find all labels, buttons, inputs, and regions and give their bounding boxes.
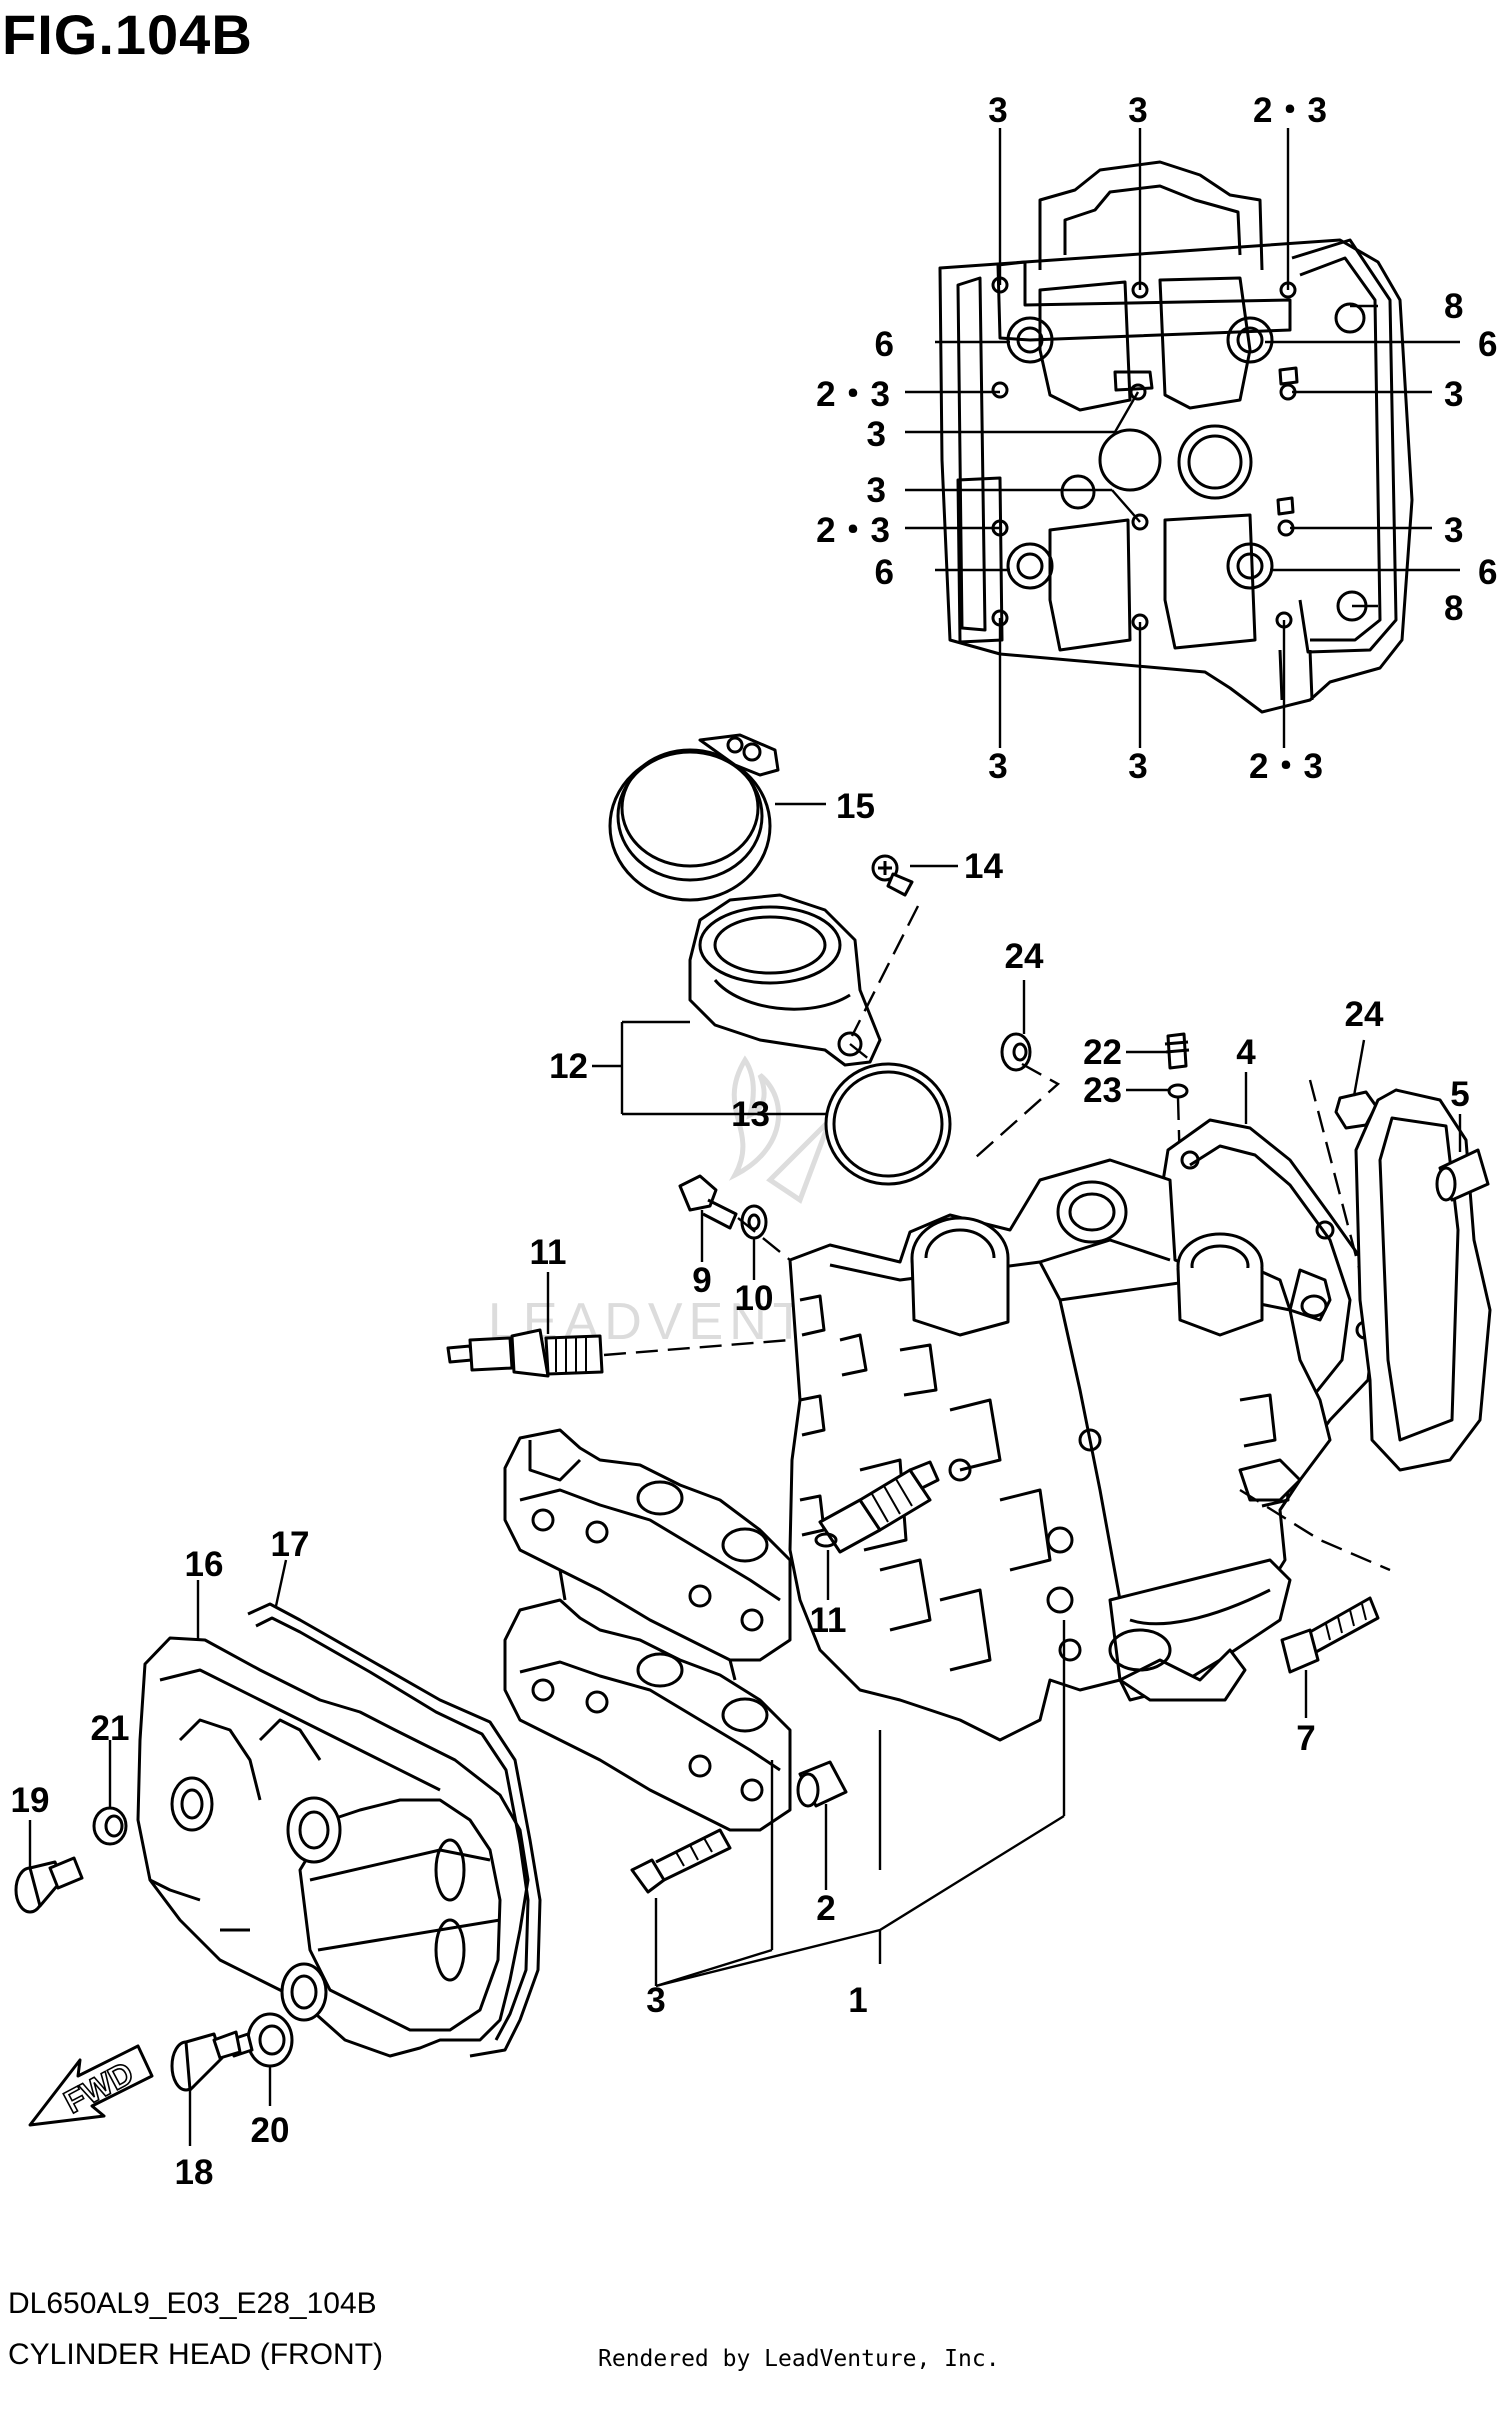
top-view-leaders — [905, 128, 1460, 748]
cover-gasket-part-17 — [247, 1602, 542, 2058]
figure-name: CYLINDER HEAD (FRONT) — [8, 2338, 384, 2371]
dashed-22-23 — [1176, 1097, 1182, 1171]
dowel-part-2 — [796, 1760, 848, 1808]
callout-22: 22 — [1083, 1033, 1122, 1072]
callout-6: 6 — [1478, 325, 1497, 364]
dashed-24a — [974, 1062, 1061, 1159]
cylinder-head-part-1 — [788, 1158, 1332, 1742]
callout-14: 14 — [964, 847, 1003, 886]
callout-8: 8 — [1444, 287, 1463, 326]
rendered-by-credit: Rendered by LeadVenture, Inc. — [598, 2346, 1000, 2372]
callout-24: 24 — [1345, 995, 1384, 1034]
bolt-part-18 — [170, 2030, 242, 2092]
dashed-screw-path — [850, 905, 920, 1037]
callout-12: 12 — [549, 1047, 588, 1086]
callout-18: 18 — [175, 2153, 214, 2192]
grommet-part-21 — [92, 1806, 128, 1846]
bolt-part-19 — [14, 1856, 84, 1914]
leader-1-bracket — [655, 1814, 1065, 1988]
callout-13: 13 — [731, 1095, 770, 1134]
callout-3: 3 — [988, 747, 1007, 786]
cylinder-head-top-view — [938, 160, 1414, 714]
callout-3: 3 — [867, 471, 886, 510]
callout-20: 20 — [251, 2111, 290, 2150]
dashed-cover-bolt — [1239, 1488, 1391, 1572]
callout-3: 3 — [646, 1981, 665, 2020]
intake-pipe-part — [688, 893, 882, 1067]
callout-17: 17 — [271, 1525, 310, 1564]
bolt-part-3 — [630, 1828, 732, 1894]
callout-10: 10 — [735, 1279, 774, 1318]
callout-6: 6 — [1478, 553, 1497, 592]
callout-3: 3 — [867, 415, 886, 454]
callout-8: 8 — [1444, 589, 1463, 628]
watermark-logo — [728, 1055, 833, 1204]
cover-gasket-right — [1354, 1088, 1492, 1472]
washer-part-10 — [740, 1204, 768, 1240]
model-code: DL650AL9_E03_E28_104B — [8, 2287, 377, 2320]
callout-3: 3 — [1444, 511, 1463, 550]
cam-holder-lower — [503, 1598, 792, 1832]
callout-19: 19 — [11, 1781, 50, 1820]
callout-23: 23 — [1083, 1071, 1122, 1110]
callout-3: 3 — [1128, 747, 1147, 786]
callout-labels: 3 3 2・3 8 6 6 2・3 3 3 3 2・3 3 6 6 8 3 3 … — [11, 91, 1498, 2192]
callout-2-3: 2・3 — [1249, 747, 1323, 786]
leader-17 — [274, 1559, 288, 1607]
fitting-part-22 — [1164, 1032, 1190, 1070]
callout-7: 7 — [1296, 1719, 1315, 1758]
bolt-part-7 — [1280, 1596, 1380, 1674]
callout-6: 6 — [875, 553, 894, 592]
leader-24b — [1352, 1039, 1366, 1097]
callout-21: 21 — [91, 1709, 130, 1748]
callout-16: 16 — [185, 1545, 224, 1584]
dowel-part-5 — [1435, 1148, 1490, 1202]
callout-24: 24 — [1005, 937, 1044, 976]
spark-plug-part-11a — [446, 1328, 604, 1378]
callout-2-3: 2・3 — [816, 511, 890, 550]
fwd-arrow-icon: FWD — [28, 2044, 154, 2127]
callout-5: 5 — [1450, 1075, 1469, 1114]
callout-3: 3 — [1444, 375, 1463, 414]
callout-1: 1 — [848, 1981, 867, 2020]
callout-15: 15 — [836, 787, 875, 826]
callout-2: 2 — [816, 1889, 835, 1928]
washer-part-24a — [1000, 1032, 1032, 1072]
o-ring-part-23 — [1167, 1083, 1189, 1099]
callout-4: 4 — [1236, 1033, 1256, 1072]
bolt-part-9 — [678, 1174, 738, 1230]
o-ring-part-13 — [824, 1062, 952, 1186]
callout-11: 11 — [810, 1601, 847, 1640]
screw-part-14 — [871, 854, 914, 897]
callout-2-3: 2・3 — [1253, 91, 1327, 130]
dashed-9-10 — [737, 1217, 791, 1261]
leader-12-13 — [592, 1020, 826, 1116]
callout-9: 9 — [692, 1261, 711, 1300]
clamp-part — [608, 733, 780, 902]
callout-2-3: 2・3 — [816, 375, 890, 414]
callout-6: 6 — [875, 325, 894, 364]
spark-plug-part-11b — [814, 1460, 940, 1554]
cam-holder-upper — [503, 1428, 792, 1681]
figure-title: FIG.104B — [2, 3, 253, 66]
head-cover-part-16 — [136, 1636, 530, 2058]
callout-11: 11 — [530, 1233, 567, 1272]
grommet-part-20 — [228, 2012, 294, 2068]
dashed-11a — [603, 1338, 791, 1357]
callout-3: 3 — [1128, 91, 1147, 130]
callout-3: 3 — [988, 91, 1007, 130]
